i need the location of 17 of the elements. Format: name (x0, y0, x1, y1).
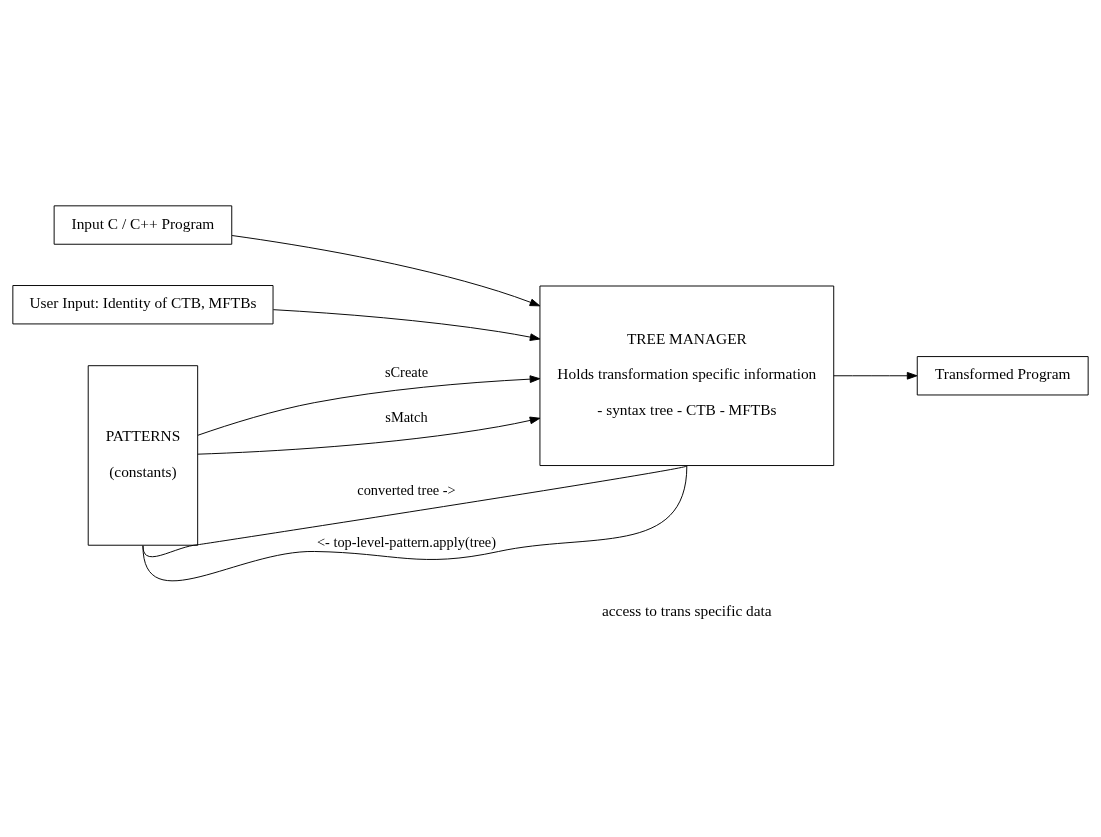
node-box: Transformed Program (916, 356, 1089, 396)
arrow (197, 416, 541, 455)
node-box: Input C / C++ Program (53, 205, 233, 245)
label: access to trans specific data (601, 601, 772, 619)
arrow (272, 309, 541, 341)
connector (142, 465, 688, 582)
node-box: TREE MANAGER Holds transformation specific information - syntax tree - CTB - MFTBs (539, 285, 835, 467)
edge-label: <- top-level-pattern.apply(tree) (316, 533, 497, 550)
node-box: PATTERNS (constants) (87, 365, 199, 546)
edge-label: sMatch (385, 408, 428, 425)
connector (142, 465, 688, 558)
arrow (833, 371, 918, 380)
edge-label: sCreate (384, 363, 429, 380)
node-box: User Input: Identity of CTB, MFTBs (12, 285, 274, 325)
arrow (197, 375, 541, 436)
edge-label: converted tree -> (357, 481, 456, 498)
arrow (231, 235, 541, 307)
